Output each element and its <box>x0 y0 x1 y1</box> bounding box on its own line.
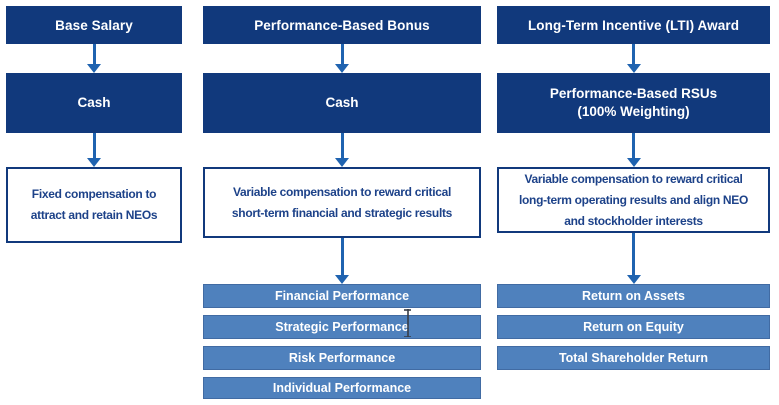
down-arrow <box>626 233 641 284</box>
text-cursor-ibeam <box>403 309 412 337</box>
arrow-head <box>626 275 641 284</box>
arrow-head <box>335 158 349 167</box>
column-lti-award: Long-Term Incentive (LTI) Award Performa… <box>497 0 770 405</box>
arrow-stem <box>92 133 96 158</box>
base-salary-header-box: Base Salary <box>6 6 182 44</box>
arrow-head <box>87 64 101 73</box>
ibeam-bar <box>407 309 409 337</box>
base-salary-description-box: Fixed compensation to attract and retain… <box>6 167 182 243</box>
metric-strategic-performance: Strategic Performance <box>203 315 481 339</box>
metric-return-on-assets: Return on Assets <box>497 284 770 308</box>
metric-individual-performance: Individual Performance <box>203 377 481 399</box>
column-base-salary: Base Salary Cash Fixed compensation to a… <box>6 0 182 405</box>
lti-description-box: Variable compensation to reward critical… <box>497 167 770 233</box>
lti-header-box: Long-Term Incentive (LTI) Award <box>497 6 770 44</box>
arrow-head <box>626 158 641 167</box>
arrow-stem <box>632 133 635 158</box>
arrow-head <box>626 64 641 73</box>
metric-total-shareholder-return: Total Shareholder Return <box>497 346 770 370</box>
arrow-stem <box>340 133 344 158</box>
lti-vehicle-box: Performance-Based RSUs (100% Weighting) <box>497 73 770 133</box>
arrow-stem <box>632 233 635 275</box>
arrow-stem <box>92 44 96 64</box>
base-salary-vehicle-box: Cash <box>6 73 182 133</box>
arrow-head <box>335 275 349 284</box>
metric-risk-performance: Risk Performance <box>203 346 481 370</box>
down-arrow <box>87 133 101 167</box>
metric-return-on-equity: Return on Equity <box>497 315 770 339</box>
column-performance-based-bonus: Performance-Based Bonus Cash Variable co… <box>203 0 481 405</box>
arrow-stem <box>340 44 344 64</box>
metric-financial-performance: Financial Performance <box>203 284 481 308</box>
down-arrow <box>626 133 641 167</box>
down-arrow <box>626 44 641 73</box>
arrow-stem <box>340 238 344 275</box>
ibeam-bottom-cap <box>404 335 411 337</box>
arrow-stem <box>632 44 635 64</box>
bonus-header-box: Performance-Based Bonus <box>203 6 481 44</box>
arrow-head <box>335 64 349 73</box>
down-arrow <box>335 238 349 284</box>
bonus-description-box: Variable compensation to reward critical… <box>203 167 481 238</box>
down-arrow <box>335 133 349 167</box>
down-arrow <box>87 44 101 73</box>
down-arrow <box>335 44 349 73</box>
arrow-head <box>87 158 101 167</box>
bonus-vehicle-box: Cash <box>203 73 481 133</box>
